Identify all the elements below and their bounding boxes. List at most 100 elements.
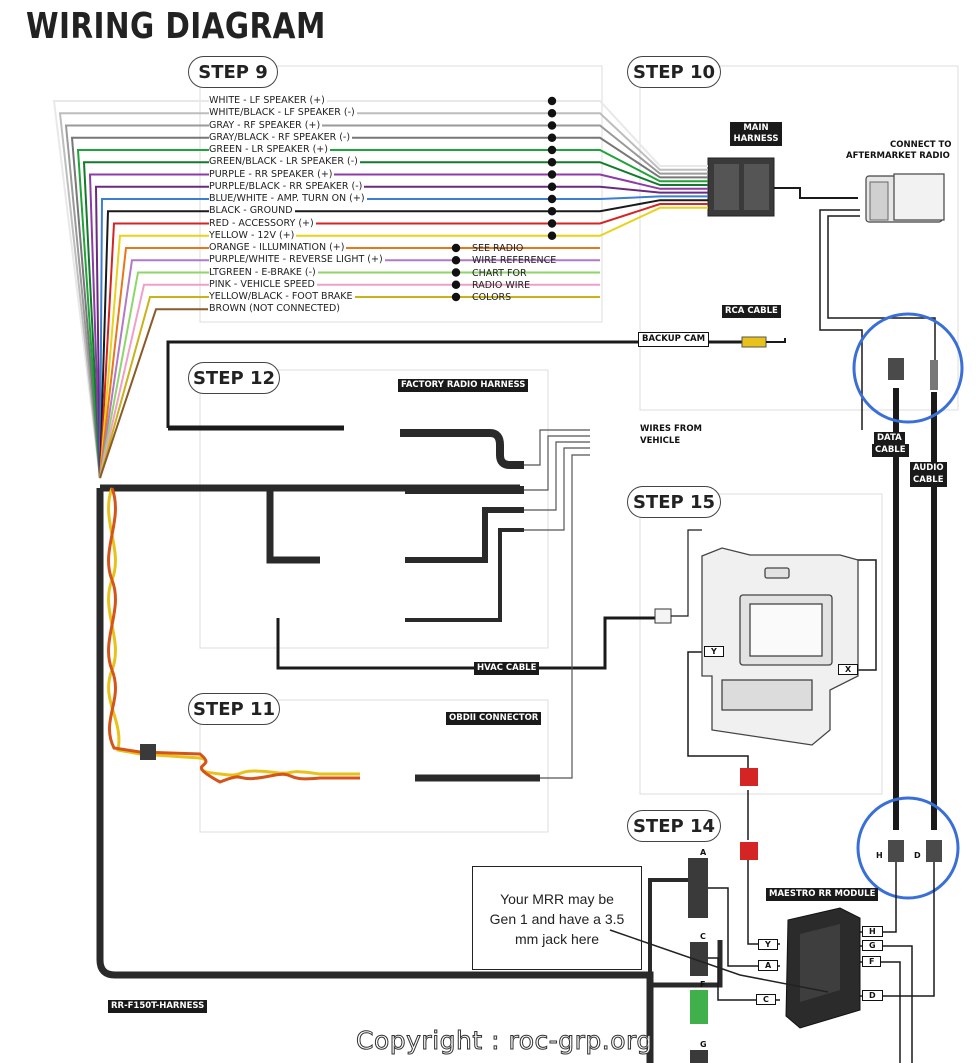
mrr-note: Your MRR may be Gen 1 and have a 3.5 mm … bbox=[472, 866, 642, 970]
step15-frame bbox=[639, 493, 883, 795]
wire-fan-14 bbox=[99, 271, 208, 479]
wire-label: PURPLE/WHITE - REVERSE LIGHT (+) bbox=[209, 254, 385, 267]
inline-connector bbox=[140, 744, 156, 760]
module-d-wire bbox=[860, 862, 935, 997]
wire-run-10 bbox=[552, 203, 708, 225]
connector-a bbox=[688, 858, 708, 918]
letter-x: X bbox=[838, 664, 859, 675]
wire-terminal-9 bbox=[547, 207, 557, 216]
wire-label: WHITE/BLACK - LF SPEAKER (-) bbox=[209, 107, 357, 120]
harness-name-label: RR-F150T-HARNESS bbox=[108, 1000, 208, 1013]
rca-cable-label: RCA CABLE bbox=[722, 305, 781, 318]
letter-f-module: F bbox=[862, 956, 882, 967]
data-label: DATA bbox=[874, 432, 905, 445]
wire-fan-4 bbox=[76, 149, 208, 479]
wire-label: GRAY - RF SPEAKER (+) bbox=[209, 119, 323, 132]
wire-label: RED - ACCESSORY (+) bbox=[209, 217, 316, 230]
wire-run-0 bbox=[552, 100, 708, 167]
audio-jack-top bbox=[930, 360, 938, 390]
wire-run-4 bbox=[552, 149, 708, 183]
rca-plug bbox=[741, 336, 767, 348]
audio-connector-bottom bbox=[926, 840, 942, 862]
letter-c-top: C bbox=[700, 932, 706, 941]
harness-branch-cable bbox=[650, 940, 723, 988]
letter-h-module: H bbox=[862, 926, 883, 937]
wire-terminal-11 bbox=[547, 231, 557, 240]
red-connector-1 bbox=[740, 768, 758, 786]
step10-frame bbox=[639, 65, 959, 411]
wire-fan-10 bbox=[99, 222, 208, 479]
twisted-wire-b bbox=[107, 487, 360, 784]
copyright-watermark: Copyright : roc-grp.org bbox=[356, 1026, 653, 1056]
highlight-circle-bottom bbox=[856, 796, 960, 900]
letter-h-circle: H bbox=[876, 851, 883, 860]
vehicle-label: VEHICLE bbox=[640, 436, 681, 446]
see-radio-3: CHART FOR bbox=[472, 268, 527, 279]
wire-terminal-14 bbox=[451, 268, 461, 277]
see-radio-4: RADIO WIRE bbox=[472, 280, 531, 291]
step11-badge: STEP 11 bbox=[188, 693, 280, 725]
see-radio-1: SEE RADIO bbox=[472, 243, 524, 254]
wire-terminal-3 bbox=[547, 133, 557, 142]
data-connector-bottom bbox=[888, 840, 904, 862]
note-line-1: Your MRR may be bbox=[500, 891, 614, 907]
step15-badge: STEP 15 bbox=[627, 486, 721, 518]
wire-fan-3 bbox=[70, 136, 208, 479]
backup-cam-cable bbox=[166, 340, 760, 428]
note-line-2: Gen 1 and have a 3.5 bbox=[489, 911, 625, 927]
wire-fan-16 bbox=[99, 296, 208, 479]
aftermarket-radio-label: AFTERMARKET RADIO bbox=[846, 151, 950, 161]
wire-terminal-12 bbox=[451, 243, 461, 253]
wire-terminal-13 bbox=[451, 256, 461, 265]
step12-frame bbox=[199, 369, 549, 649]
connector-f bbox=[690, 990, 708, 1024]
letter-g-module: G bbox=[862, 940, 883, 951]
wire-terminal-8 bbox=[547, 194, 557, 204]
see-radio-5: COLORS bbox=[472, 292, 512, 303]
letter-y: Y bbox=[704, 646, 724, 657]
connect-to-label: CONNECT TO bbox=[890, 140, 952, 150]
letter-g-top: G bbox=[700, 1040, 707, 1049]
letter-a-top: A bbox=[700, 848, 707, 857]
letter-d-circle: D bbox=[914, 851, 921, 860]
maestro-module-label: MAESTRO RR MODULE bbox=[766, 888, 879, 901]
wire-run-6 bbox=[552, 173, 708, 190]
main-harness-label: MAIN HARNESS bbox=[730, 122, 782, 146]
letter-f-top: F bbox=[700, 980, 706, 989]
step14-badge: STEP 14 bbox=[627, 810, 721, 842]
factory-radio-harness-label: FACTORY RADIO HARNESS bbox=[398, 379, 529, 392]
wire-terminal-0 bbox=[547, 96, 557, 106]
step9-badge: STEP 9 bbox=[188, 56, 278, 88]
wire-fan-17 bbox=[99, 308, 208, 479]
wire-fan-15 bbox=[99, 283, 208, 479]
step10-badge: STEP 10 bbox=[627, 56, 721, 88]
wire-terminal-15 bbox=[451, 280, 461, 289]
page-title: WIRING DIAGRAM bbox=[26, 6, 326, 47]
wire-terminal-4 bbox=[547, 145, 557, 155]
harness-to-radio-wire bbox=[774, 187, 858, 199]
step9-frame bbox=[199, 65, 603, 323]
wire-label: GREEN/BLACK - LR SPEAKER (-) bbox=[209, 156, 360, 169]
wire-label: YELLOW/BLACK - FOOT BRAKE bbox=[209, 291, 355, 303]
wire-run-2 bbox=[552, 124, 708, 175]
wire-fan-6 bbox=[88, 173, 208, 479]
wire-terminal-5 bbox=[547, 158, 557, 167]
wire-run-5 bbox=[552, 161, 708, 186]
hvac-cable-line bbox=[276, 616, 655, 670]
wire-terminal-10 bbox=[547, 219, 557, 228]
letter-d-module: D bbox=[862, 990, 883, 1001]
wire-label: WHITE - LF SPEAKER (+) bbox=[209, 95, 327, 107]
factory-cable-6 bbox=[405, 528, 524, 622]
wire-label: BLUE/WHITE - AMP. TURN ON (+) bbox=[209, 193, 367, 205]
aftermarket-radio bbox=[865, 173, 945, 223]
wire-fan-12 bbox=[99, 247, 208, 479]
wire-run-1 bbox=[552, 112, 708, 171]
highlight-circle-top bbox=[852, 312, 964, 424]
wire-fan-11 bbox=[99, 234, 208, 479]
wire-label: YELLOW - 12V (+) bbox=[209, 229, 297, 242]
note-line-3: mm jack here bbox=[514, 931, 600, 947]
radio-rca-wires bbox=[819, 209, 936, 430]
wire-run-9 bbox=[552, 199, 708, 213]
wire-label: ORANGE - ILLUMINATION (+) bbox=[209, 242, 347, 254]
